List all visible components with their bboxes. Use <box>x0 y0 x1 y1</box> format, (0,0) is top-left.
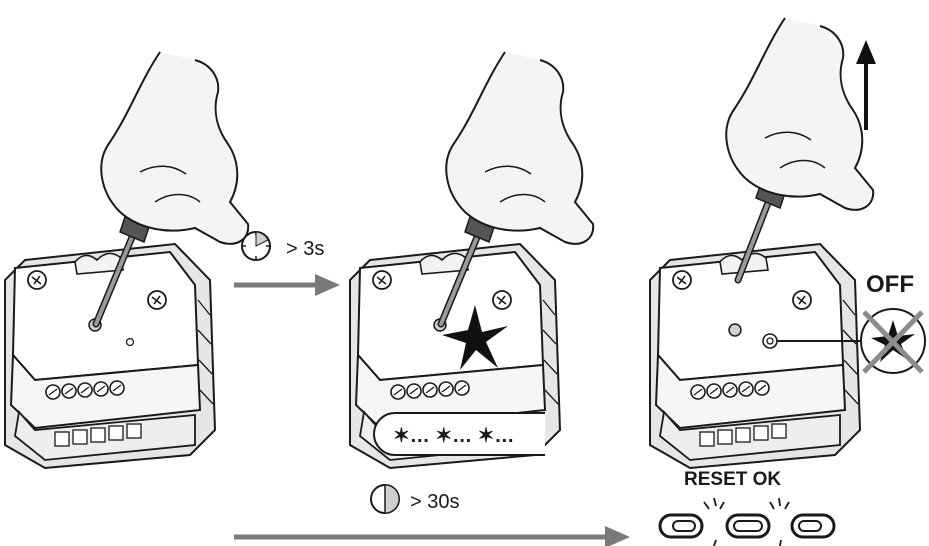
up-arrow-icon <box>856 40 876 130</box>
device-module <box>4 243 216 469</box>
reset-button <box>728 323 742 337</box>
press-time-label: > 3s <box>286 238 324 260</box>
hand-icon <box>725 17 875 211</box>
hand-icon <box>100 51 250 245</box>
led-icon <box>762 333 778 349</box>
timer-icon <box>241 231 271 261</box>
hand-icon <box>445 51 595 245</box>
panel-release <box>649 17 875 469</box>
device-module <box>649 243 861 469</box>
reset-ok-label: RESET OK <box>684 469 781 490</box>
led-sequence: ✶… ✶… ✶… <box>393 425 514 447</box>
timer-icon <box>370 484 400 514</box>
led-icon <box>125 337 135 347</box>
panel-press <box>4 51 250 469</box>
long-step-arrow <box>234 526 630 546</box>
step-arrow <box>234 274 340 296</box>
hold-time-label: > 30s <box>410 491 459 513</box>
off-label: OFF <box>866 271 914 298</box>
panel-flash <box>349 51 595 469</box>
led-sequence-pill: ✶… ✶… ✶… <box>373 412 545 456</box>
led-off-icon <box>860 308 926 374</box>
flash-icon <box>442 305 508 370</box>
broken-chain-icon <box>658 497 836 546</box>
screwdriver-icon <box>92 212 151 328</box>
